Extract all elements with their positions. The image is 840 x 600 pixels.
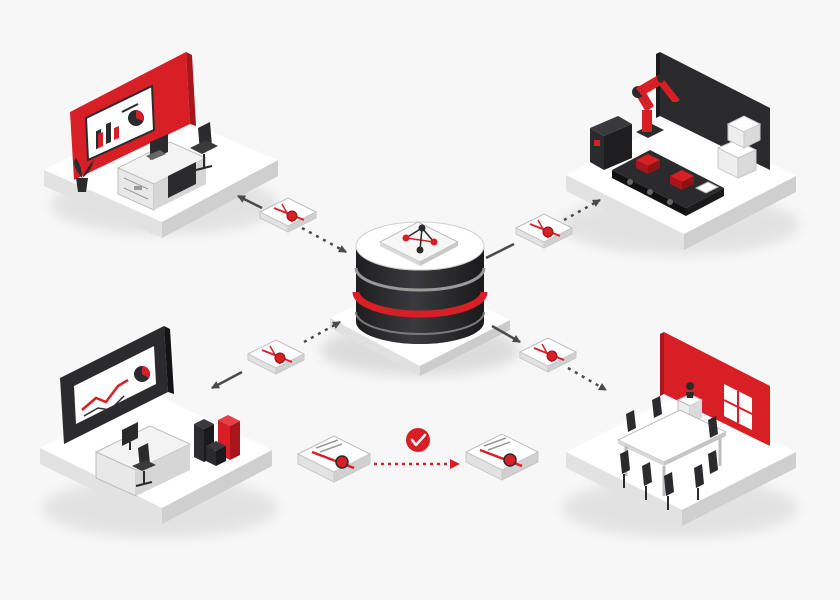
robot-arm-icon [632,73,680,138]
stacked-boxes [716,115,762,179]
office-desk-icon [116,134,208,211]
presentation-office-scene [40,326,278,538]
factory-robot-scene [560,52,800,255]
target-document-icon [464,433,540,481]
filing-cabinets [194,415,240,466]
sealed-document-icon [518,337,578,373]
meeting-chairs [620,396,718,510]
sealed-document-icon [258,197,318,233]
office-analytics-scene [44,52,280,238]
verification-flow [296,428,540,483]
window-icon [723,384,753,430]
meeting-room-scene [562,332,798,538]
meeting-table-icon [616,409,728,496]
office-chair-icon [190,122,218,171]
analytics-screen-icon [84,84,156,162]
conveyor-belt [612,150,724,216]
checkmark-icon [406,428,430,452]
sealed-document-icon [514,213,574,249]
connectors [211,194,607,392]
sealed-document-icon [246,339,306,375]
central-database-hub [320,221,520,376]
plant-icon [74,158,94,192]
office-chair-icon [132,443,156,487]
network-graph-icon [378,221,460,266]
machine-cabinet [590,116,632,170]
source-document-icon [296,435,372,483]
presentation-board-icon [60,326,174,444]
